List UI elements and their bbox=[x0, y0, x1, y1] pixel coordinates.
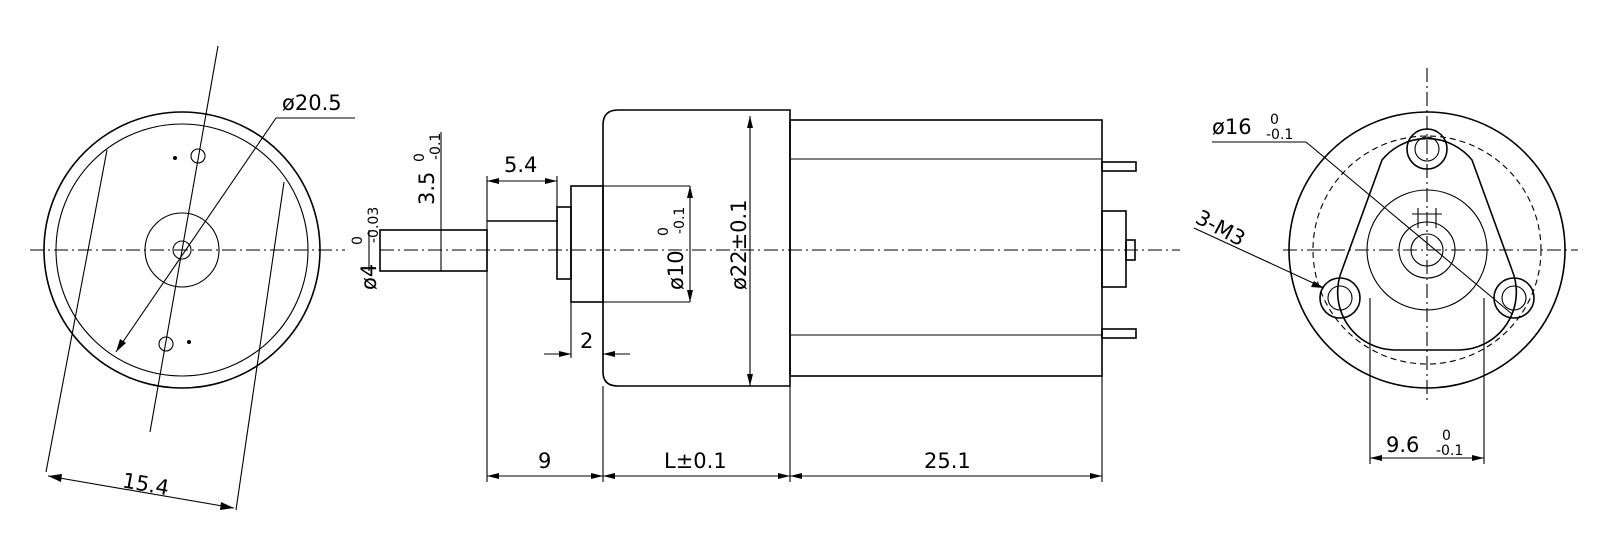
left-diameter-leader bbox=[115, 117, 277, 353]
bolt-circle-tol-lower: -0.1 bbox=[1266, 127, 1293, 143]
motor-can bbox=[789, 119, 1103, 377]
body-diameter-arrow-top bbox=[747, 116, 753, 128]
flat-depth-tol-lower: -0.1 bbox=[428, 133, 444, 160]
left-outer-circle bbox=[43, 111, 321, 389]
left-span-label: 15.4 bbox=[121, 468, 171, 500]
body-diameter-arrow-bottom bbox=[747, 374, 753, 386]
boss-diameter-label: ø10 bbox=[664, 250, 688, 290]
shaft-diameter-tol-lower: -0.03 bbox=[366, 207, 382, 243]
left-vertical-centerline bbox=[149, 45, 219, 433]
shaft-length-arrow-right bbox=[591, 473, 603, 479]
shaft-diameter-label: ø4 bbox=[357, 264, 381, 290]
left-span-arrow-end bbox=[220, 502, 234, 510]
shaft-length-label: 9 bbox=[538, 449, 551, 473]
mount-hole-right bbox=[1493, 277, 1535, 319]
right-outer-circle bbox=[1288, 111, 1566, 389]
bolt-circle-leader bbox=[1305, 141, 1513, 315]
motor-rear-bearing bbox=[1125, 239, 1136, 261]
boss-diameter-arrow-top bbox=[687, 186, 693, 198]
left-span-arrow-start bbox=[48, 474, 62, 482]
boss-diameter-tol-upper: 0 bbox=[656, 227, 672, 236]
left-span-extension-1 bbox=[45, 149, 108, 473]
motor-arrow-right bbox=[1090, 473, 1102, 479]
spacing-tol-lower: -0.1 bbox=[1436, 443, 1463, 459]
mount-hole-right-inner bbox=[1501, 285, 1527, 311]
spacing-label: 9.6 bbox=[1386, 433, 1419, 457]
left-mark-dot-bottom bbox=[187, 340, 191, 344]
spacing-tol-upper: 0 bbox=[1442, 428, 1451, 444]
terminal-bottom bbox=[1101, 328, 1137, 339]
left-diameter-arrow bbox=[116, 339, 126, 352]
left-mark-dot-top bbox=[173, 156, 177, 160]
mount-hole-top-inner bbox=[1414, 136, 1440, 162]
spacing-arrow-right bbox=[1472, 455, 1484, 461]
mount-hole-left-inner bbox=[1327, 285, 1353, 311]
flat-depth-tol-upper: 0 bbox=[412, 153, 428, 162]
terminal-top bbox=[1101, 161, 1137, 172]
left-hub-circle bbox=[144, 212, 220, 288]
boss-diameter-arrow-bottom bbox=[687, 290, 693, 302]
gearbox-length-label: L±0.1 bbox=[664, 449, 727, 473]
flat-length-label: 5.4 bbox=[504, 153, 537, 177]
left-front-view: 15.4 ø20.5 bbox=[30, 45, 355, 511]
body-diameter-label: ø22±0.1 bbox=[727, 199, 751, 290]
spacing-arrow-left bbox=[1370, 455, 1382, 461]
bolt-circle-tol-upper: 0 bbox=[1270, 112, 1279, 128]
shaft-length-arrow-left bbox=[487, 473, 499, 479]
collar-arrow-right bbox=[603, 351, 615, 357]
gearbox-arrow-left bbox=[603, 473, 615, 479]
collar-arrow-left bbox=[559, 351, 571, 357]
flat-length-arrow-right bbox=[545, 178, 557, 184]
right-flange-outline bbox=[1336, 137, 1518, 351]
left-span-dimension-line bbox=[47, 475, 235, 509]
collar-label: 2 bbox=[580, 329, 593, 353]
flat-depth-label: 3.5 bbox=[415, 172, 439, 205]
right-bearing-circle bbox=[1398, 221, 1456, 279]
thread-label: 3-M3 bbox=[1192, 205, 1250, 251]
mount-hole-top bbox=[1406, 128, 1448, 170]
right-hidden-circle bbox=[1312, 135, 1542, 365]
flat-length-arrow-left bbox=[487, 178, 499, 184]
thread-leader-arrow bbox=[1311, 281, 1324, 288]
left-inner-circle bbox=[55, 123, 309, 377]
collar-ring bbox=[556, 206, 572, 280]
right-rear-view: ø16 0 -0.1 3-M3 9.6 0 -0.1 bbox=[1192, 68, 1578, 464]
left-shaft-circle bbox=[172, 240, 192, 260]
left-mount-hole-bottom bbox=[158, 336, 174, 352]
motor-length-label: 25.1 bbox=[924, 449, 971, 473]
boss-step bbox=[570, 185, 604, 303]
right-hub-circle bbox=[1366, 189, 1488, 311]
mount-hole-left bbox=[1319, 277, 1361, 319]
left-mount-hole-top bbox=[190, 148, 206, 164]
shaft-diameter-tol-upper: 0 bbox=[350, 236, 366, 245]
motor-end-cap bbox=[1101, 210, 1127, 288]
bolt-circle-label: ø16 bbox=[1212, 115, 1252, 139]
thread-leader bbox=[1193, 227, 1325, 289]
left-diameter-label: ø20.5 bbox=[282, 91, 342, 115]
gearbox-arrow-right bbox=[778, 473, 790, 479]
side-view: ø4 0 -0.03 3.5 0 -0.1 5.4 ø10 0 -0.1 ø22… bbox=[350, 109, 1180, 482]
motor-arrow-left bbox=[790, 473, 802, 479]
gearbox-housing bbox=[602, 109, 791, 387]
left-span-extension-2 bbox=[235, 181, 285, 511]
right-shaft-circle bbox=[1410, 233, 1444, 267]
boss-diameter-tol-lower: -0.1 bbox=[672, 207, 688, 234]
